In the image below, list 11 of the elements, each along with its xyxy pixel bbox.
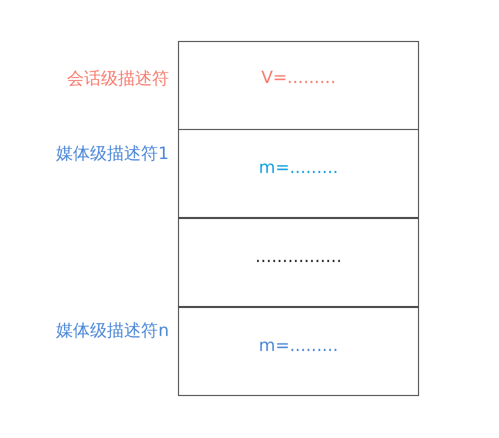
row-label: 媒体级描述符1: [56, 143, 169, 165]
field-value-text: V=.........: [260, 68, 337, 88]
table-row-box: [178, 41, 419, 130]
field-value-text: m=.........: [258, 336, 340, 356]
field-value-text: m=.........: [258, 158, 340, 178]
table-row-box: [178, 129, 419, 218]
table-row-box: [178, 307, 419, 396]
field-value-text: ................: [254, 247, 343, 267]
row-label: 媒体级描述符n: [56, 320, 169, 342]
table-row-box: [178, 218, 419, 307]
row-label: 会话级描述符: [67, 68, 169, 90]
